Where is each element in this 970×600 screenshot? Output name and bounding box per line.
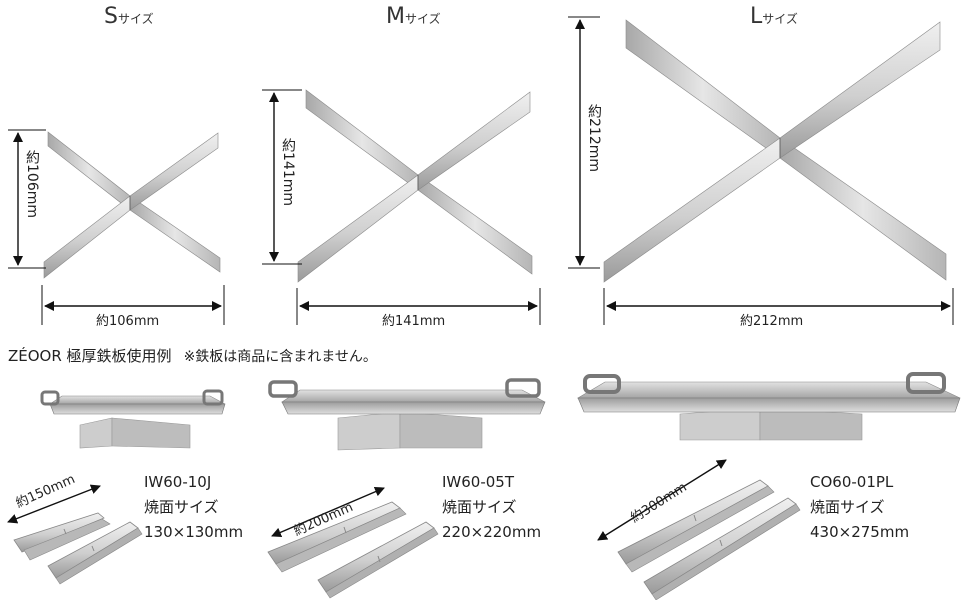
size-m-suffix: サイズ bbox=[404, 12, 441, 26]
example-caption: ZÉOOR 極厚鉄板使用例 ※鉄板は商品に含まれません。 bbox=[8, 345, 377, 366]
model-label-1: 焼面サイズ bbox=[144, 498, 219, 516]
griddle-medium-image bbox=[268, 378, 546, 451]
model-code-1: IW60-10J bbox=[144, 473, 212, 491]
griddle-large-image bbox=[576, 372, 961, 441]
size-l-title: Lサイズ bbox=[750, 4, 798, 29]
size-l-letter: L bbox=[750, 4, 763, 29]
example-note: ※鉄板は商品に含まれません。 bbox=[183, 349, 377, 365]
size-l-width-label: 約212mm bbox=[740, 314, 804, 329]
size-m-width-label: 約141mm bbox=[382, 314, 446, 329]
stand-m-image bbox=[297, 89, 533, 283]
size-m-letter: M bbox=[386, 4, 405, 29]
size-l-height-label: 約212mm bbox=[586, 104, 602, 172]
model-label-3: 焼面サイズ bbox=[810, 498, 885, 516]
griddle-small-image bbox=[40, 389, 226, 449]
model-dims-3: 430×275mm bbox=[810, 523, 910, 541]
size-m-height-label: 約141mm bbox=[280, 138, 296, 206]
model-spec-2: IW60-05T 焼面サイズ 220×220mm bbox=[442, 470, 541, 545]
size-s-suffix: サイズ bbox=[117, 12, 154, 26]
model-code-2: IW60-05T bbox=[442, 473, 515, 491]
model-dims-2: 220×220mm bbox=[442, 523, 542, 541]
size-l-suffix: サイズ bbox=[762, 12, 798, 26]
model-label-2: 焼面サイズ bbox=[442, 498, 517, 516]
model-code-3: CO60-01PL bbox=[810, 473, 894, 491]
stand-l-image bbox=[603, 19, 947, 283]
model-spec-1: IW60-10J 焼面サイズ 130×130mm bbox=[144, 470, 243, 545]
example-title: ZÉOOR 極厚鉄板使用例 bbox=[8, 347, 172, 365]
model-dims-1: 130×130mm bbox=[144, 523, 244, 541]
plate-parts-medium-image bbox=[267, 501, 439, 599]
plate-parts-small-image bbox=[13, 512, 143, 585]
size-s-letter: S bbox=[104, 4, 118, 29]
model-spec-3: CO60-01PL 焼面サイズ 430×275mm bbox=[810, 470, 909, 545]
size-s-width-label: 約106mm bbox=[96, 314, 160, 329]
stand-s-image bbox=[43, 131, 221, 279]
size-s-height-label: 約106mm bbox=[24, 150, 40, 218]
size-m-title: Mサイズ bbox=[386, 4, 441, 29]
size-s-title: Sサイズ bbox=[104, 4, 154, 29]
